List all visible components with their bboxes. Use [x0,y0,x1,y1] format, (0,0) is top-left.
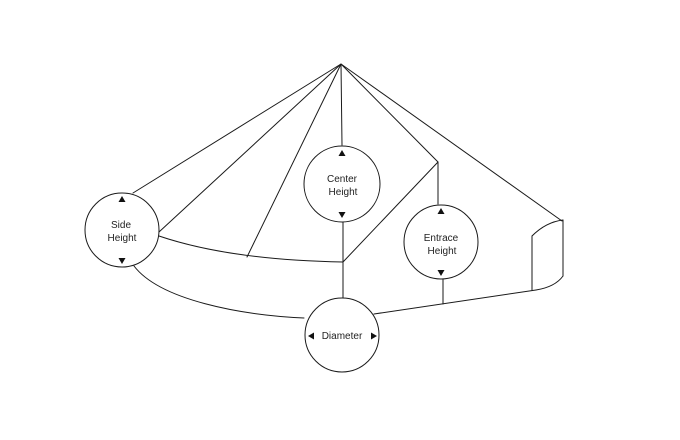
roof-line-mid-right [340,63,439,163]
entrance-height-circle[interactable] [403,204,479,280]
side-height-label-line2: Height [108,233,137,244]
side-height-circle[interactable] [84,192,160,268]
entrance-height-control[interactable]: Entrace Height [403,204,479,280]
entrance-frame-left [342,161,439,263]
triangle-left-icon[interactable] [308,332,314,340]
roof-line-left-edge [132,63,342,194]
diameter-control[interactable]: Diameter [304,297,380,373]
diameter-circle[interactable] [304,297,380,373]
triangle-down-icon[interactable] [118,258,126,264]
roof-line-left [158,63,342,233]
tent-outline [132,63,564,319]
center-height-control[interactable]: Center Height [303,145,381,223]
entrance-height-label-line2: Height [428,246,457,257]
roof-line-right-edge [340,63,563,222]
base-right [373,289,537,315]
wall-right-end [535,275,564,291]
roof-line-mid-left [246,63,342,258]
center-height-label-line1: Center [327,174,358,185]
roof-line-center [340,63,343,146]
triangle-down-icon[interactable] [437,270,445,276]
entrance-height-label-line1: Entrace [424,233,459,244]
triangle-up-icon[interactable] [118,196,126,202]
base-left [133,265,305,319]
diameter-label: Diameter [322,331,363,342]
triangle-up-icon[interactable] [338,150,346,156]
center-height-circle[interactable] [303,145,381,223]
side-height-label-line1: Side [111,220,131,231]
wall-top-left [158,235,344,263]
wall-top-right [531,219,564,237]
triangle-up-icon[interactable] [437,208,445,214]
triangle-right-icon[interactable] [371,332,377,340]
side-height-control[interactable]: Side Height [84,192,160,268]
center-height-label-line2: Height [329,187,358,198]
triangle-down-icon[interactable] [338,212,346,218]
